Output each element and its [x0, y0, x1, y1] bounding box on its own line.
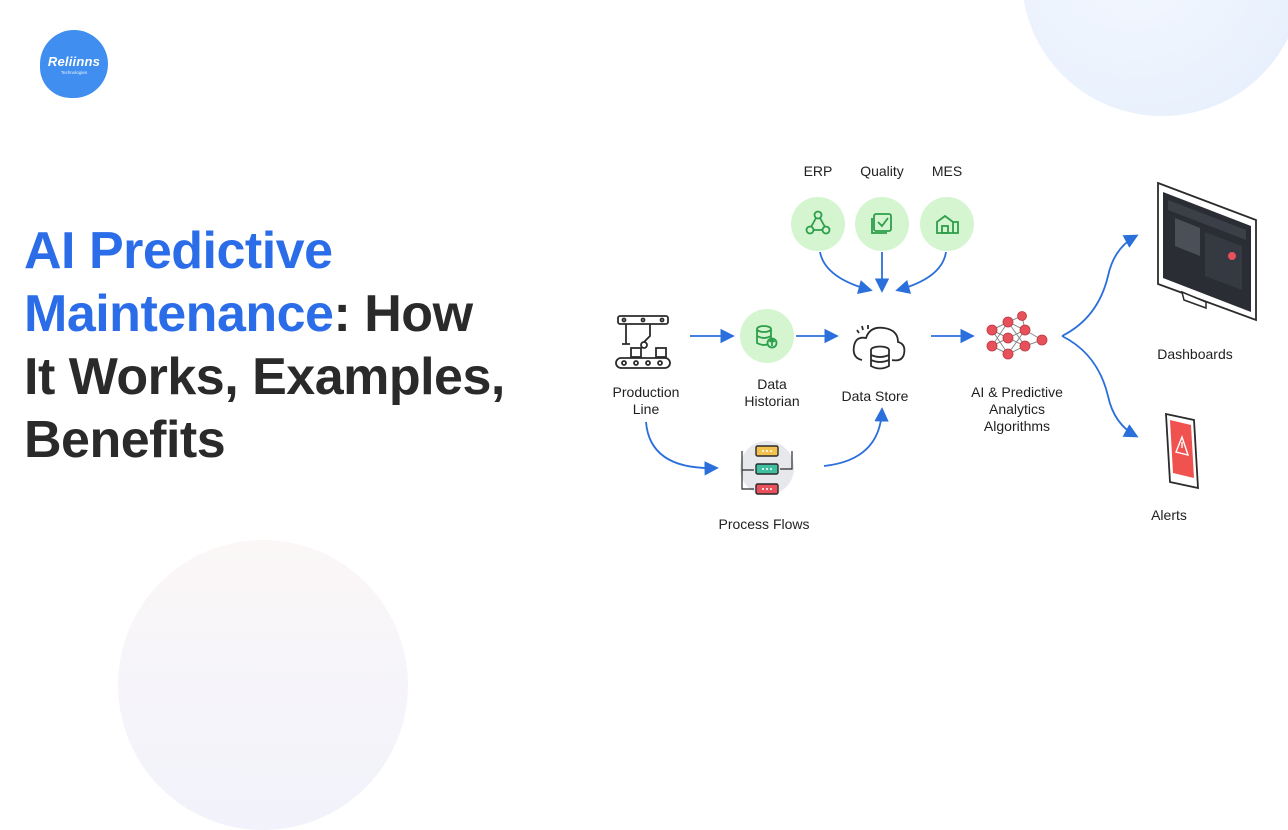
arrow-ai-to-dashboards: [1061, 234, 1139, 337]
title-highlight-2: Maintenance: [24, 285, 334, 343]
label-ai-1: AI & Predictive: [971, 384, 1063, 400]
label-production-line-1: Production: [613, 384, 680, 400]
label-quality: Quality: [860, 163, 904, 179]
logo-text: Reliinns: [47, 53, 101, 69]
monitor-icon[interactable]: [1157, 181, 1257, 322]
label-dashboards: Dashboards: [1157, 346, 1233, 362]
title-highlight-1: AI Predictive: [24, 222, 333, 280]
label-ai-2: Analytics: [989, 401, 1045, 417]
arrow-erp-to-store: [819, 251, 873, 294]
erp-node[interactable]: [791, 197, 845, 251]
label-production-line-2: Line: [633, 401, 660, 417]
label-data-historian-2: Historian: [744, 393, 799, 409]
data-historian-node[interactable]: [740, 309, 794, 363]
title-rest-2: : How: [333, 285, 473, 343]
quality-node[interactable]: [855, 197, 909, 251]
label-process-flows: Process Flows: [718, 516, 809, 532]
label-data-historian-1: Data: [757, 376, 787, 392]
page-title: AI Predictive Maintenance: How It Works,…: [24, 220, 584, 472]
label-data-store: Data Store: [842, 388, 909, 404]
mes-node[interactable]: [920, 197, 974, 251]
architecture-diagram: ERP Quality MES: [613, 163, 1257, 532]
brand-logo[interactable]: Reliinns Technologies: [40, 30, 108, 98]
label-ai-3: Algorithms: [984, 418, 1050, 434]
factory-icon: [936, 214, 959, 234]
database-upload-icon: [756, 325, 778, 349]
phone-alert-icon[interactable]: [1165, 412, 1199, 490]
robot-arm-conveyor-icon[interactable]: [615, 315, 671, 369]
arrow-production-to-process-flows: [645, 421, 719, 476]
process-flow-icon[interactable]: [740, 441, 794, 495]
workflow-icon: [805, 210, 831, 235]
title-line-3: It Works, Examples,: [24, 348, 505, 406]
title-line-4: Benefits: [24, 411, 226, 469]
label-alerts: Alerts: [1151, 507, 1187, 523]
neural-network-icon[interactable]: [986, 311, 1048, 360]
arrow-ai-to-alerts: [1061, 335, 1139, 438]
label-erp: ERP: [804, 163, 833, 179]
cloud-database-icon[interactable]: [852, 325, 906, 370]
arrow-mes-to-store: [895, 251, 947, 294]
logo-subtext: Technologies: [60, 69, 88, 75]
checklist-icon: [871, 213, 892, 234]
arrow-process-flows-to-store: [823, 407, 889, 467]
label-mes: MES: [932, 163, 962, 179]
